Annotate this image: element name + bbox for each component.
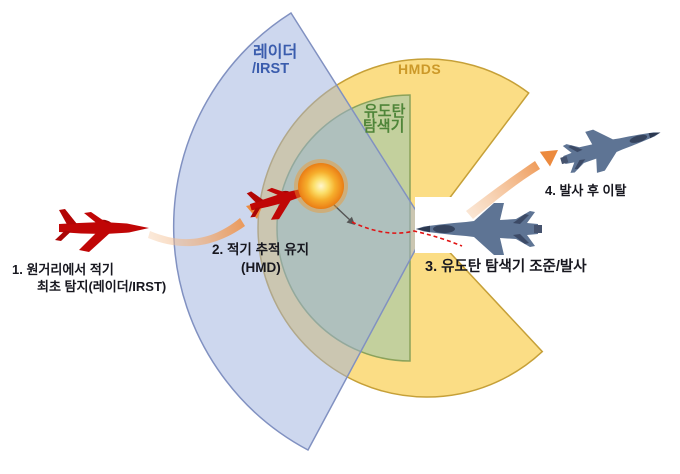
step4-label: 4. 발사 후 이탈 bbox=[545, 183, 627, 198]
seeker-label-line1: 유도탄 bbox=[364, 103, 406, 120]
radar-irst-label-line1: 레이더 bbox=[253, 43, 297, 61]
enemy-aircraft-icon bbox=[55, 209, 149, 252]
step3-label: 3. 유도탄 탐색기 조준/발사 bbox=[425, 257, 587, 275]
missile-path-line bbox=[351, 221, 463, 247]
step2-label-line2: (HMD) bbox=[241, 260, 281, 275]
seeker-label-line2: 탐색기 bbox=[363, 117, 404, 135]
radar-irst-label-line2: /IRST bbox=[252, 61, 289, 77]
egress-aircraft-icon bbox=[555, 112, 667, 182]
explosion-icon bbox=[294, 159, 348, 213]
step2-label-line1: 2. 적기 추적 유지 bbox=[212, 241, 309, 257]
radar-irst-sector bbox=[172, 11, 428, 452]
step1-label-line1: 1. 원거리에서 적기 bbox=[12, 262, 114, 277]
step1-label-line2: 최초 탐지(레이더/IRST) bbox=[37, 279, 166, 294]
egress-arrow-icon bbox=[466, 150, 558, 219]
hmds-label: HMDS bbox=[398, 61, 441, 77]
